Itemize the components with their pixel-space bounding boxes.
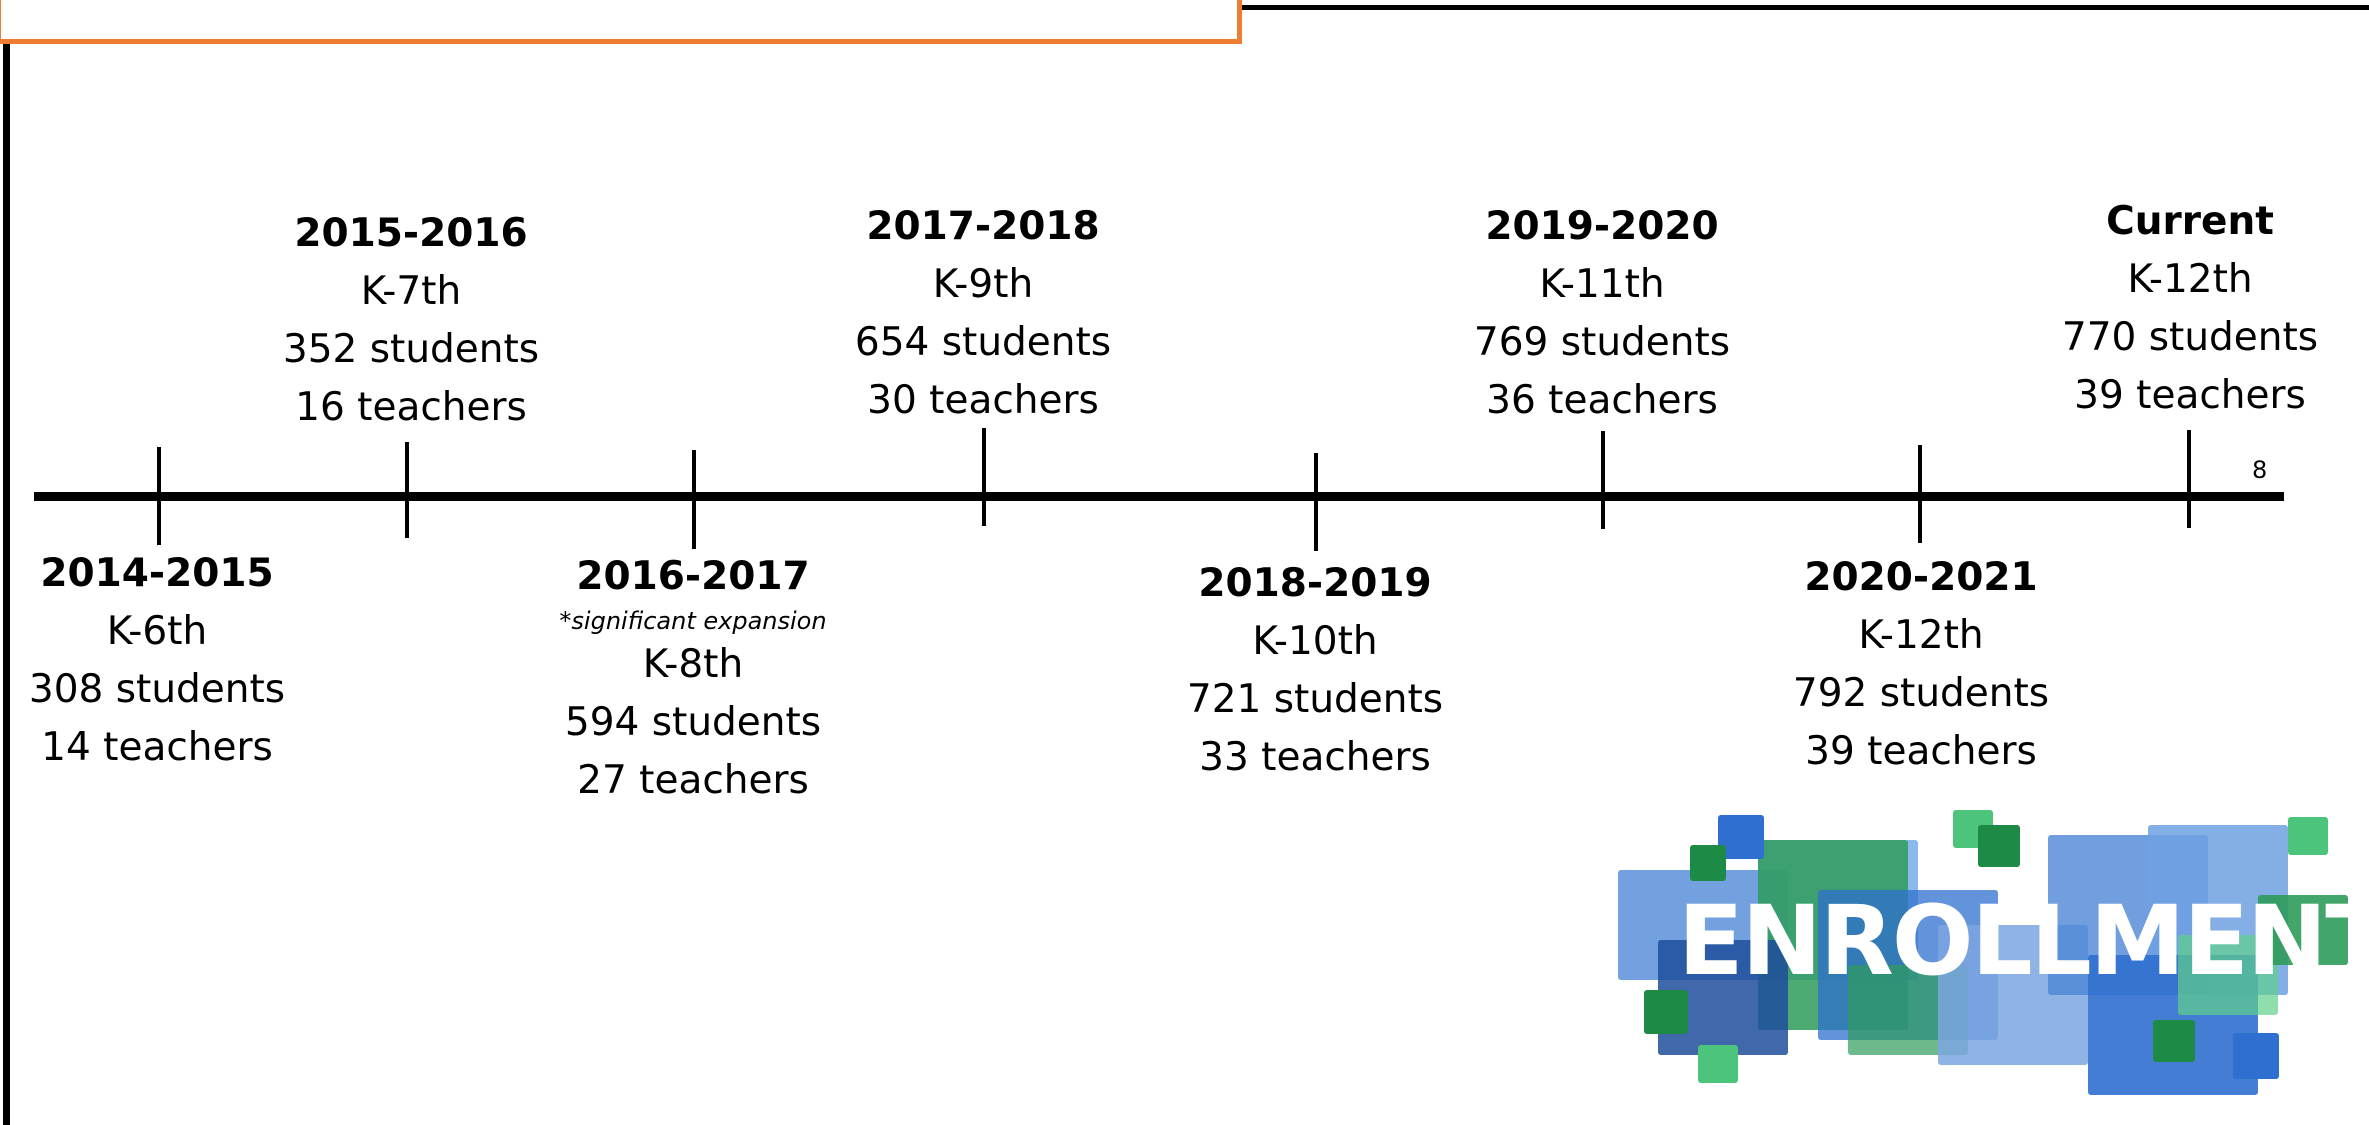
logo-square [2153, 1020, 2195, 1062]
logo-square [1690, 845, 1726, 881]
milestone-year: 2017-2018 [866, 204, 1100, 249]
title-placeholder-box [0, 0, 1242, 44]
milestone-teachers: 14 teachers [41, 725, 273, 770]
milestone-2017-2018: 2017-2018 K-9th 654 students 30 teachers [813, 198, 1153, 430]
milestone-students: 352 students [282, 327, 540, 372]
milestone-teachers: 36 teachers [1486, 378, 1718, 423]
milestone-grades: K-12th [1858, 613, 1984, 658]
milestone-2020-2021: 2020-2021 K-12th 792 students 39 teacher… [1751, 549, 2091, 781]
tick-2015-2016 [405, 442, 409, 538]
milestone-students: 769 students [1473, 320, 1731, 365]
logo-square [1978, 825, 2020, 867]
tick-2016-2017 [692, 450, 696, 549]
tick-2014-2015 [157, 447, 161, 545]
milestone-current: Current K-12th 770 students 39 teachers [2020, 193, 2360, 425]
timeline-axis [34, 492, 2284, 501]
milestone-grades: K-10th [1252, 619, 1378, 664]
milestone-teachers: 39 teachers [1805, 729, 2037, 774]
milestone-grades: K-9th [932, 262, 1034, 307]
milestone-year: 2018-2019 [1198, 561, 1432, 606]
milestone-2019-2020: 2019-2020 K-11th 769 students 36 teacher… [1432, 198, 1772, 430]
milestone-2016-2017: 2016-2017 *significant expansion K-8th 5… [523, 548, 863, 810]
milestone-year: 2014-2015 [40, 551, 274, 596]
milestone-students: 654 students [854, 320, 1112, 365]
tick-2018-2019 [1314, 453, 1318, 551]
logo-square [1644, 990, 1688, 1034]
milestone-2015-2016: 2015-2016 K-7th 352 students 16 teachers [241, 205, 581, 437]
milestone-teachers: 33 teachers [1199, 735, 1431, 780]
milestone-year: 2019-2020 [1485, 204, 1719, 249]
milestone-students: 770 students [2061, 315, 2319, 360]
milestone-year: Current [2106, 199, 2274, 244]
milestone-2014-2015: 2014-2015 K-6th 308 students 14 teachers [0, 545, 327, 777]
milestone-grades: K-12th [2127, 257, 2253, 302]
logo-square [2288, 817, 2328, 855]
logo-square [2233, 1033, 2279, 1079]
milestone-teachers: 30 teachers [867, 378, 1099, 423]
milestone-year: 2016-2017 [576, 554, 810, 599]
milestone-students: 721 students [1186, 677, 1444, 722]
milestone-year: 2015-2016 [294, 211, 528, 256]
page-number: 8 [2252, 456, 2268, 484]
milestone-year: 2020-2021 [1804, 555, 2038, 600]
logo-text: ENROLLMENT [1678, 885, 2369, 997]
milestone-students: 594 students [564, 700, 822, 745]
tick-2017-2018 [982, 428, 986, 526]
milestone-teachers: 39 teachers [2074, 373, 2306, 418]
logo-square [2258, 895, 2348, 965]
enrollment-logo: ENROLLMENT [1618, 805, 2369, 1105]
left-rule [3, 44, 10, 1125]
milestone-students: 792 students [1792, 671, 2050, 716]
milestone-students: 308 students [28, 667, 286, 712]
milestone-teachers: 27 teachers [577, 758, 809, 803]
tick-2019-2020 [1601, 431, 1605, 529]
milestone-grades: K-8th [642, 642, 744, 687]
milestone-2018-2019: 2018-2019 K-10th 721 students 33 teacher… [1145, 555, 1485, 787]
milestone-grades: K-7th [360, 269, 462, 314]
milestone-teachers: 16 teachers [295, 385, 527, 430]
milestone-grades: K-6th [106, 609, 208, 654]
milestone-note: *significant expansion [559, 607, 827, 635]
tick-current [2187, 430, 2191, 528]
logo-square [1698, 1045, 1738, 1083]
milestone-grades: K-11th [1539, 262, 1665, 307]
tick-2020-2021 [1918, 445, 1922, 543]
top-rule [1242, 5, 2369, 10]
